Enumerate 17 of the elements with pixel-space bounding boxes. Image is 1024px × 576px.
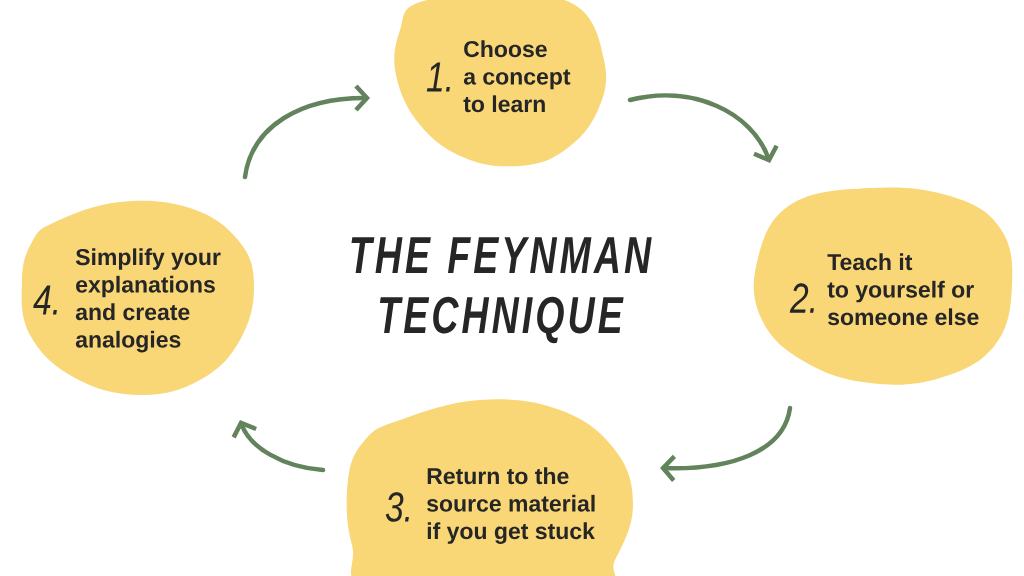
step-blob bbox=[21, 200, 254, 395]
step-blob bbox=[753, 187, 1013, 385]
step-number: 4. bbox=[33, 285, 57, 315]
curved-arrow bbox=[242, 84, 370, 180]
title: THE FEYNMAN TECHNIQUE bbox=[351, 237, 652, 344]
step-text: Teach it to yourself or someone else bbox=[827, 253, 979, 326]
step-number: 1. bbox=[426, 62, 450, 92]
step-text: Choose a concept to learn bbox=[463, 40, 571, 113]
step-blob bbox=[346, 399, 633, 576]
step-number: 2. bbox=[789, 283, 814, 313]
curved-arrow bbox=[231, 420, 326, 473]
curved-arrow bbox=[627, 93, 779, 163]
step-blob bbox=[394, 0, 607, 167]
curved-arrow bbox=[660, 405, 793, 482]
step-number: 3. bbox=[385, 492, 409, 522]
step-text: Simplify your explanations and create analogies bbox=[75, 248, 221, 353]
step-text: Return to the source material if you get stuck bbox=[427, 467, 595, 544]
